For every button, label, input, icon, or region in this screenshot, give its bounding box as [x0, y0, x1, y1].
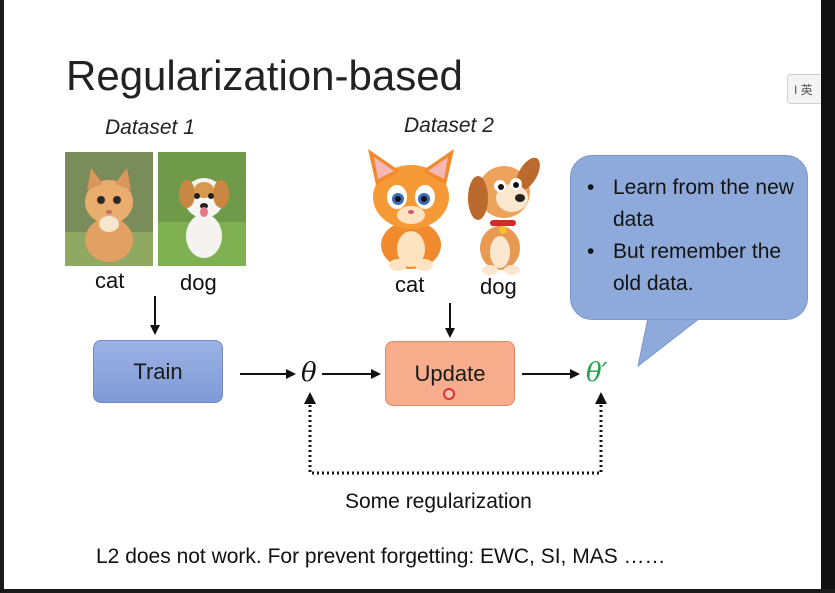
slide-title: Regularization-based: [66, 52, 463, 99]
dataset1-dog-label: dog: [180, 270, 217, 295]
window-left-border: [0, 0, 4, 593]
theta-symbol: θ: [301, 358, 317, 388]
ime-side-tab[interactable]: I 英: [787, 74, 821, 104]
regularization-dotted-loop: [308, 400, 603, 475]
cartoon-dog-illustration: [460, 148, 545, 276]
pointer-cursor-icon: [443, 388, 455, 400]
window-right-border: [821, 0, 835, 593]
theta-prime-symbol: θ′: [586, 358, 608, 388]
dotted-arrowhead-theta-prime: [595, 392, 607, 404]
speech-bubble-tail: [637, 317, 702, 368]
dotted-arrowhead-theta: [304, 392, 316, 404]
dataset2-cat-label: cat: [395, 272, 425, 297]
regularization-label: Some regularization: [345, 490, 532, 513]
bottom-note: L2 does not work. For prevent forgetting…: [96, 545, 666, 568]
dataset1-cat-label: cat: [95, 268, 125, 293]
dataset2-dog-label: dog: [480, 274, 517, 299]
bubble-point: Learn from the new data: [587, 172, 797, 236]
window-bottom-border: [0, 589, 835, 593]
dataset2-label: Dataset 2: [404, 114, 494, 137]
speech-bubble: Learn from the new data But remember the…: [570, 155, 808, 320]
dog-photo: [158, 152, 246, 266]
cartoon-cat-illustration: [362, 145, 460, 273]
dataset1-label: Dataset 1: [105, 116, 195, 139]
cat-photo: [65, 152, 153, 266]
bubble-point: But remember the old data.: [587, 236, 797, 300]
train-box: Train: [93, 340, 223, 403]
